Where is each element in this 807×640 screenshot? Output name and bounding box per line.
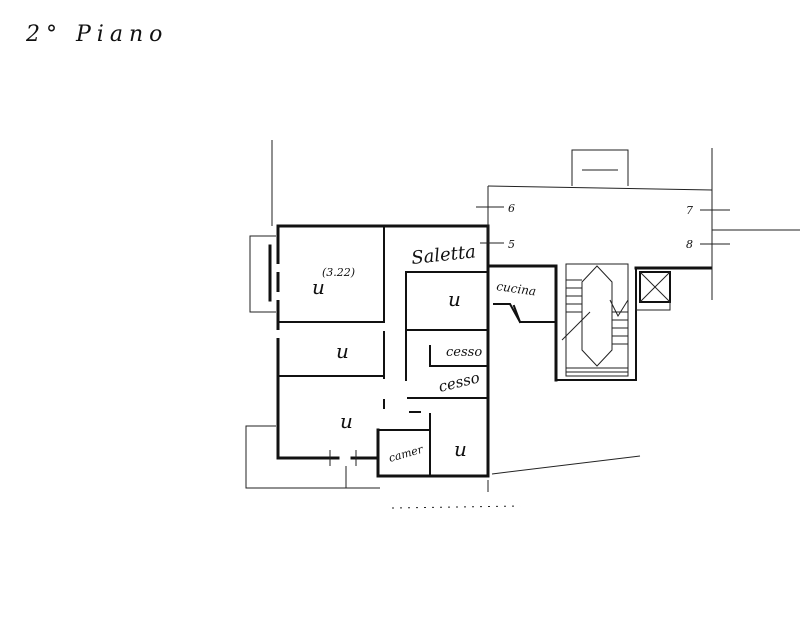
marker-5: 5 — [480, 238, 515, 251]
lift-shaft — [635, 271, 671, 311]
marker-8-label: 8 — [686, 238, 693, 251]
left-bay-upper — [249, 235, 276, 313]
camera-label: camer — [387, 443, 425, 465]
marker-6-label: 6 — [508, 202, 515, 215]
room-1-label: u — [312, 275, 325, 299]
stair-treads — [566, 279, 628, 373]
marker-8: 8 — [686, 238, 730, 251]
saletta-label: Saletta — [410, 241, 477, 269]
cesso-2-label: cesso — [437, 368, 482, 396]
room-5-label: u — [454, 437, 467, 461]
marker-6: 6 — [476, 202, 515, 215]
room-4-label: u — [448, 287, 461, 311]
stair-block — [486, 263, 712, 382]
room-3-label: u — [340, 409, 353, 433]
marker-7-label: 7 — [686, 204, 693, 217]
boundary-lines — [391, 455, 641, 509]
left-bay-lower — [245, 425, 380, 489]
marker-5-label: 5 — [508, 238, 515, 251]
room-2-label: u — [336, 339, 349, 363]
cucina-label: cucina — [496, 279, 537, 298]
floor-title: 2° Piano — [26, 22, 169, 47]
door-marks — [329, 450, 357, 488]
courtyard-outline — [487, 148, 800, 300]
cesso-1-label: cesso — [446, 345, 482, 360]
room-1-dimension: (3.22) — [322, 266, 355, 279]
interior-walls — [277, 225, 489, 477]
marker-7: 7 — [686, 204, 730, 217]
